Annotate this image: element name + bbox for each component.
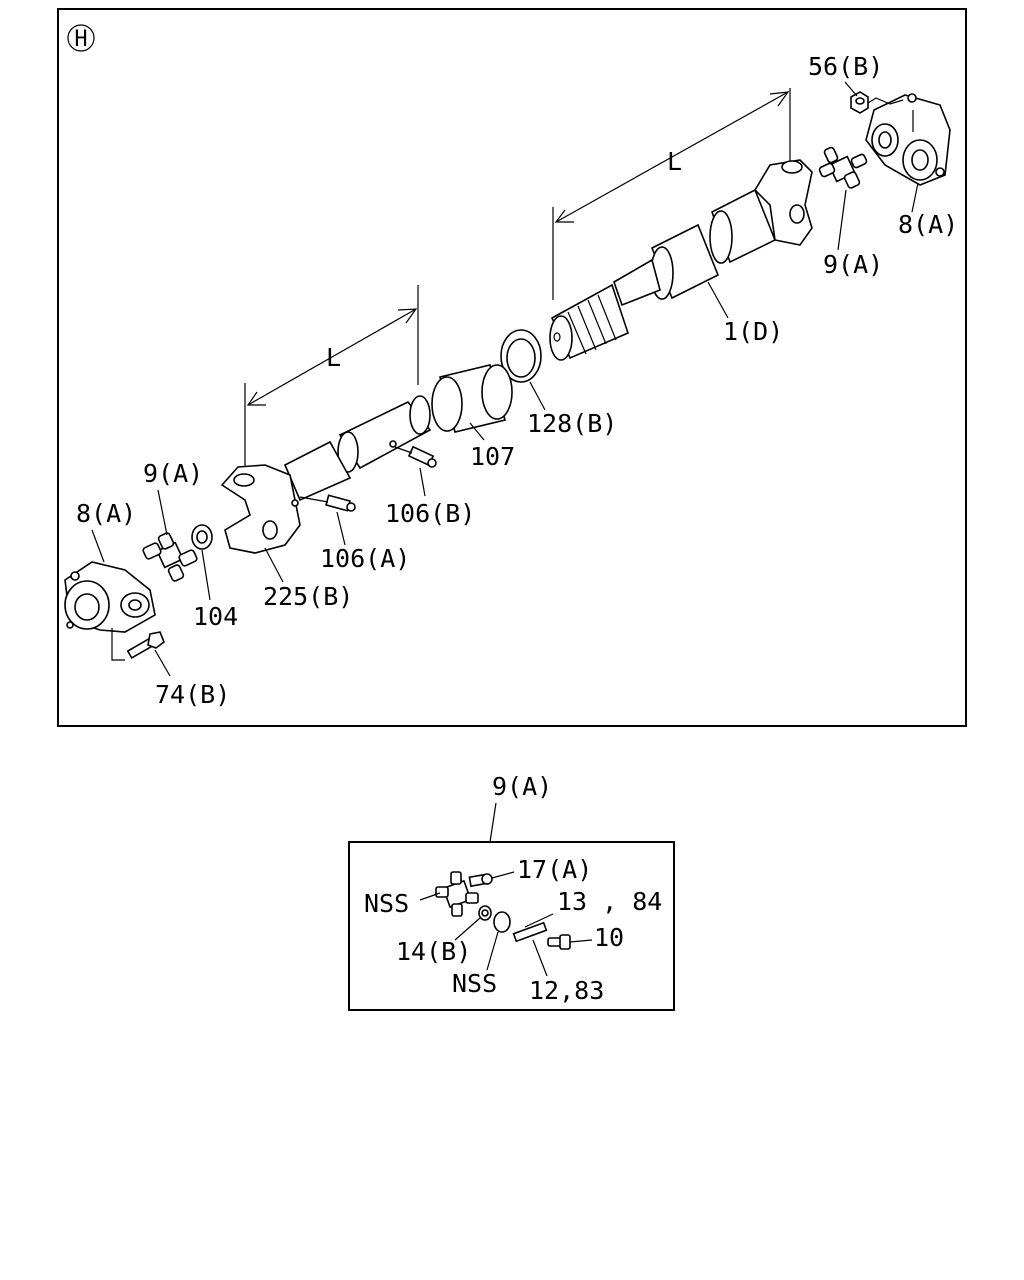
universal-joint-spider-left	[142, 532, 198, 582]
slip-shaft-1d	[549, 159, 813, 361]
detail-label-nss-top: NSS	[364, 889, 409, 918]
nut-56b	[850, 91, 904, 114]
dimension-l-upper-label: L	[667, 147, 682, 176]
label-106b: 106(B)	[385, 499, 475, 528]
detail-label-10: 10	[594, 923, 624, 952]
label-104: 104	[193, 602, 238, 631]
dimension-l-lower-label: L	[326, 343, 341, 372]
detail-grease-fitting	[468, 873, 493, 888]
seal-ring-128b	[500, 329, 542, 383]
detail-label-nss-bottom: NSS	[452, 969, 497, 998]
grease-fitting-106b	[394, 445, 437, 468]
label-128b: 128(B)	[527, 409, 617, 438]
label-8a-left: 8(A)	[76, 499, 136, 528]
label-107: 107	[470, 442, 515, 471]
bolt-74b	[126, 631, 165, 660]
main-diagram-frame	[57, 8, 967, 727]
flange-yoke-right	[865, 93, 951, 186]
sleeve-107	[431, 364, 513, 433]
section-marker-letter: H	[74, 27, 87, 52]
dimension-l-upper	[552, 88, 791, 300]
detail-lock-plate	[512, 921, 548, 943]
flange-yoke-left	[64, 561, 156, 661]
label-9a-left: 9(A)	[143, 459, 203, 488]
detail-frame	[348, 841, 675, 1011]
grease-fitting-106a	[299, 494, 356, 512]
detail-seal	[478, 905, 492, 921]
dimension-l-lower	[244, 285, 419, 485]
label-225b: 225(B)	[263, 582, 353, 611]
detail-label-12-83: 12,83	[529, 976, 604, 1005]
tube-yoke-225b	[220, 395, 432, 554]
label-9a-right: 9(A)	[823, 250, 883, 279]
detail-label-14b: 14(B)	[396, 937, 471, 966]
detail-label-13-84: 13 , 84	[557, 887, 662, 916]
label-8a-right: 8(A)	[898, 210, 958, 239]
detail-bolt	[547, 934, 571, 950]
label-56b: 56(B)	[808, 52, 883, 81]
label-1d: 1(D)	[723, 317, 783, 346]
section-marker: H	[67, 24, 95, 52]
detail-bearing-cup	[493, 911, 511, 933]
seal-104	[191, 524, 213, 550]
detail-label-17a: 17(A)	[517, 855, 592, 884]
label-106a: 106(A)	[320, 544, 410, 573]
detail-title-9a: 9(A)	[492, 772, 552, 801]
detail-spider	[435, 871, 479, 917]
universal-joint-spider-right	[818, 146, 868, 189]
label-74b: 74(B)	[155, 680, 230, 709]
